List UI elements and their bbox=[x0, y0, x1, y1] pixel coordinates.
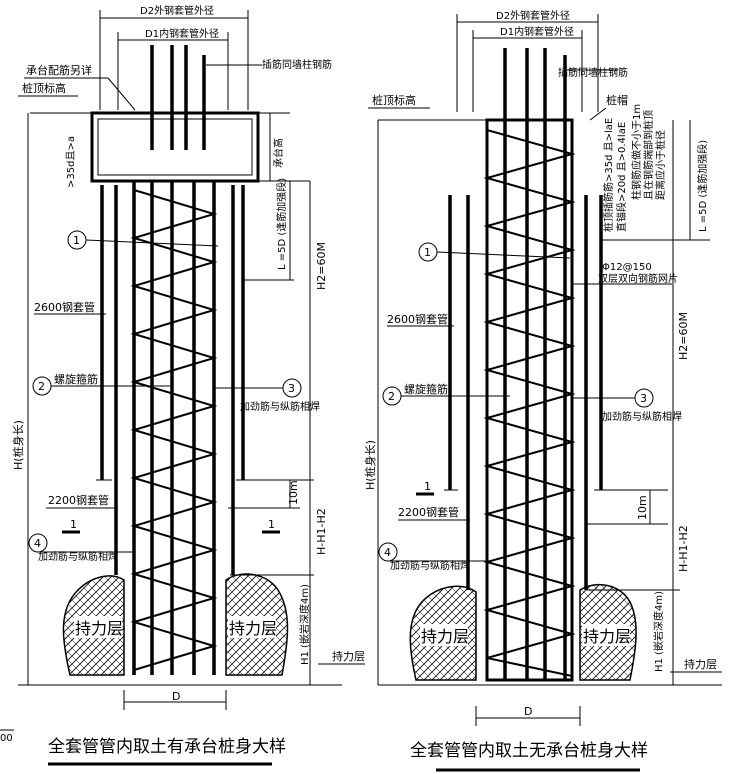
h2-label: H2=60M bbox=[315, 242, 328, 290]
h-h1-h2-label-r: H-H1-H2 bbox=[677, 525, 690, 572]
d1-label-r: D1内钢套管外径 bbox=[500, 25, 574, 38]
embed-label: >35d且>a bbox=[65, 136, 77, 188]
cap-height-label: 承台高 bbox=[272, 138, 285, 168]
weld-label-3: 加劲筋与纵筋相焊 bbox=[240, 400, 320, 413]
section-mark-right: 1 bbox=[268, 518, 275, 531]
h1-label-r: H1 (嵌岩深度4m) bbox=[652, 591, 665, 672]
mesh-b-r: 双层双向钢筋网片 bbox=[598, 272, 678, 285]
bearing-text-left-r: 持力层 bbox=[421, 627, 469, 646]
callout-1-r: 1 bbox=[424, 246, 431, 259]
dowel-label-r: 插筋同墙柱钢筋 bbox=[558, 66, 628, 79]
callout-4-r: 4 bbox=[384, 546, 391, 559]
d2-label-r: D2外钢套管外径 bbox=[496, 9, 570, 22]
note-e-r: 距离应小于桩径 bbox=[654, 130, 667, 200]
h-h1-h2-label: H-H1-H2 bbox=[315, 508, 328, 555]
note-a-r: 桩顶插筋筋>35d 且>laE bbox=[602, 118, 615, 232]
d2-label: D2外钢套管外径 bbox=[140, 4, 214, 17]
left-detail: D2外钢套管外径 D1内钢套管外径 插筋同墙柱钢筋 承台配筋另详 桩顶标高 >3… bbox=[11, 4, 365, 766]
ten-m-label: 10m bbox=[287, 480, 300, 505]
mesh-a-r: Φ12@150 bbox=[602, 262, 652, 273]
note-b-r: 直锚段>20d 且>0.4laE bbox=[615, 122, 628, 232]
ten-m-label-r: 10m bbox=[636, 495, 649, 520]
spiral-label: 螺旋箍筋 bbox=[54, 372, 98, 386]
callout-2-r: 2 bbox=[388, 390, 395, 403]
casing-2200-label: 2200钢套管 bbox=[48, 493, 109, 507]
section-mark-r: 1 bbox=[424, 480, 431, 493]
pile-top-label-r: 桩顶标高 bbox=[372, 93, 416, 107]
weld-label-3-r: 加劲筋与纵筋相焊 bbox=[602, 410, 682, 423]
bearing-layer-label-r: 持力层 bbox=[684, 657, 717, 671]
l5d-label: L =5D (逢筋加强段) bbox=[275, 178, 288, 270]
h-pile-label: H(桩身长) bbox=[11, 420, 25, 470]
right-detail: D2外钢套管外径 D1内钢套管外径 插筋同墙柱钢筋 桩顶标高 桩帽 桩顶插筋筋>… bbox=[363, 9, 722, 772]
weld-label-4: 加劲筋与纵筋相焊 bbox=[38, 550, 118, 563]
bearing-text-right-r: 持力层 bbox=[583, 627, 631, 646]
casing-2600-label: 2600钢套管 bbox=[34, 300, 95, 314]
h-pile-label-r: H(桩身长) bbox=[363, 440, 377, 490]
casing-2200-label-r: 2200钢套管 bbox=[398, 505, 459, 519]
d-label-r: D bbox=[524, 705, 532, 718]
section-mark-left: 1 bbox=[70, 518, 77, 531]
cap-label-r: 桩帽 bbox=[606, 93, 628, 107]
bearing-text-right: 持力层 bbox=[229, 619, 277, 638]
callout-3-r: 3 bbox=[640, 392, 647, 405]
l5d-label-r: L =5D (逢筋加强段) bbox=[696, 140, 709, 232]
right-title: 全套管管内取土无承台桩身大样 bbox=[410, 741, 648, 761]
h1-label: H1 (嵌岩深度4m) bbox=[298, 584, 311, 665]
pile-top-label: 桩顶标高 bbox=[22, 81, 66, 95]
h2-label-r: H2=60M bbox=[677, 312, 690, 360]
cap-note-label: 承台配筋另详 bbox=[26, 63, 92, 77]
weld-label-4-r: 加劲筋与纵筋相焊 bbox=[390, 559, 470, 572]
casing-2600-label-r: 2600钢套管 bbox=[387, 312, 448, 326]
callout-1: 1 bbox=[73, 234, 80, 247]
corner-fragment: 00 bbox=[0, 733, 13, 744]
bearing-text-left: 持力层 bbox=[75, 619, 123, 638]
note-d-r: 且在钢筋端部到桩顶 bbox=[642, 110, 655, 200]
callout-4: 4 bbox=[34, 537, 41, 550]
d1-label: D1内钢套管外径 bbox=[145, 27, 219, 40]
note-c-r: 柱钢筋应做不小于1m bbox=[630, 104, 643, 200]
left-title: 全套管管内取土有承台桩身大样 bbox=[48, 737, 286, 757]
d-label: D bbox=[172, 690, 180, 703]
callout-3: 3 bbox=[288, 382, 295, 395]
dowel-label: 插筋同墙柱钢筋 bbox=[262, 58, 332, 71]
bearing-layer-label: 持力层 bbox=[332, 649, 365, 663]
callout-2: 2 bbox=[38, 380, 45, 393]
spiral-label-r: 螺旋箍筋 bbox=[404, 382, 448, 396]
